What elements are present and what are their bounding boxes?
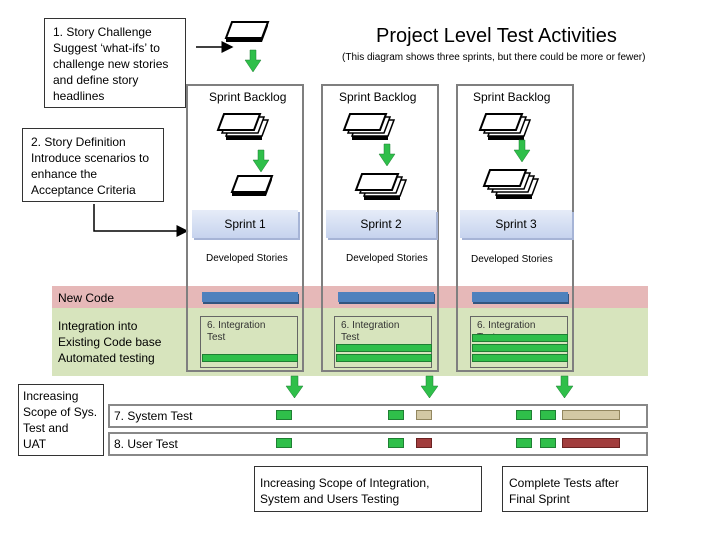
sprint-3-integration-bar	[472, 344, 568, 352]
user-test-block	[276, 438, 292, 448]
user-test-block	[540, 438, 556, 448]
user-test-block	[388, 438, 404, 448]
scope-label-box: Increasing Scope of Sys. Test and UAT	[18, 384, 104, 456]
sprint-2-developed-label: Developed Stories	[346, 253, 428, 264]
top-stack-icon	[224, 21, 270, 42]
footer-right-text: Complete Tests after Final Sprint	[509, 476, 619, 506]
sprint-3-column	[456, 84, 574, 372]
story-challenge-box: 1. Story Challenge Suggest ‘what-ifs’ to…	[44, 18, 186, 108]
sprint-1-developed-stack	[230, 175, 274, 196]
system-test-block	[276, 410, 292, 420]
sprint-2-integration-bar	[336, 344, 432, 352]
story-challenge-heading: 1. Story Challenge	[53, 25, 152, 39]
system-test-label: 7. System Test	[114, 409, 193, 423]
sprint-2-column	[321, 84, 439, 372]
sprint-2-integration-label: 6. Integration Test	[341, 320, 400, 343]
footer-left-box: Increasing Scope of Integration, System …	[254, 466, 482, 512]
sprint-2-developed-stack	[354, 173, 408, 200]
footer-left-text: Increasing Scope of Integration, System …	[260, 476, 430, 506]
sprint-1-integration-bar	[202, 354, 298, 362]
page-subtitle: (This diagram shows three sprints, but t…	[342, 52, 646, 63]
user-test-block	[562, 438, 620, 448]
sprint-1-header: Sprint 1	[192, 210, 298, 238]
sprint-1-integration-label: 6. Integration Test	[207, 320, 266, 343]
sprint-3-new-code-bar	[472, 292, 568, 302]
green-arrow-down-icon	[420, 375, 439, 399]
sprint-3-integration-bar	[472, 334, 568, 342]
footer-right-box: Complete Tests after Final Sprint	[502, 466, 648, 512]
green-arrow-down-icon	[378, 143, 396, 167]
sprint-3-integration-bar	[472, 354, 568, 362]
system-test-block	[388, 410, 404, 420]
sprint-1-developed-label: Developed Stories	[206, 253, 288, 264]
system-test-row	[108, 404, 648, 428]
sprint-3-backlog-label: Sprint Backlog	[473, 90, 551, 104]
sprint-1-backlog-stack	[216, 113, 270, 140]
integration-label: Integration into Existing Code base Auto…	[58, 319, 162, 365]
green-arrow-down-icon	[285, 375, 304, 399]
sprint-3-header: Sprint 3	[460, 210, 572, 238]
story-challenge-body: Suggest ‘what-ifs’ to challenge new stor…	[53, 41, 169, 103]
sprint-1-column	[186, 84, 304, 372]
green-arrow-down-icon	[555, 375, 574, 399]
sprint-3-developed-stack	[482, 169, 540, 199]
page-title: Project Level Test Activities	[376, 25, 617, 47]
story-definition-body: Introduce scenarios to enhance the Accep…	[31, 151, 150, 197]
sprint-1-backlog-label: Sprint Backlog	[209, 90, 287, 104]
user-test-row	[108, 432, 648, 456]
definition-arrow	[93, 204, 189, 237]
sprint-1-new-code-bar	[202, 292, 298, 302]
user-test-label: 8. User Test	[114, 437, 178, 451]
sprint-3-developed-label: Developed Stories	[471, 254, 553, 265]
story-definition-heading: 2. Story Definition	[31, 135, 126, 149]
sprint-2-header: Sprint 2	[326, 210, 436, 238]
green-arrow-down-icon	[252, 149, 270, 173]
system-test-block	[540, 410, 556, 420]
scope-label: Increasing Scope of Sys. Test and UAT	[23, 389, 98, 451]
system-test-block	[416, 410, 432, 420]
green-arrow-down-icon	[513, 139, 531, 163]
sprint-2-backlog-label: Sprint Backlog	[339, 90, 417, 104]
sprint-2-backlog-stack	[342, 113, 396, 140]
sprint-2-new-code-bar	[338, 292, 434, 302]
user-test-block	[516, 438, 532, 448]
new-code-label: New Code	[58, 291, 115, 305]
system-test-block	[516, 410, 532, 420]
sprint-3-backlog-stack	[478, 113, 532, 140]
sprint-2-integration-bar	[336, 354, 432, 362]
green-arrow-down-icon	[244, 49, 262, 73]
story-definition-box: 2. Story Definition Introduce scenarios …	[22, 128, 164, 202]
user-test-block	[416, 438, 432, 448]
system-test-block	[562, 410, 620, 420]
